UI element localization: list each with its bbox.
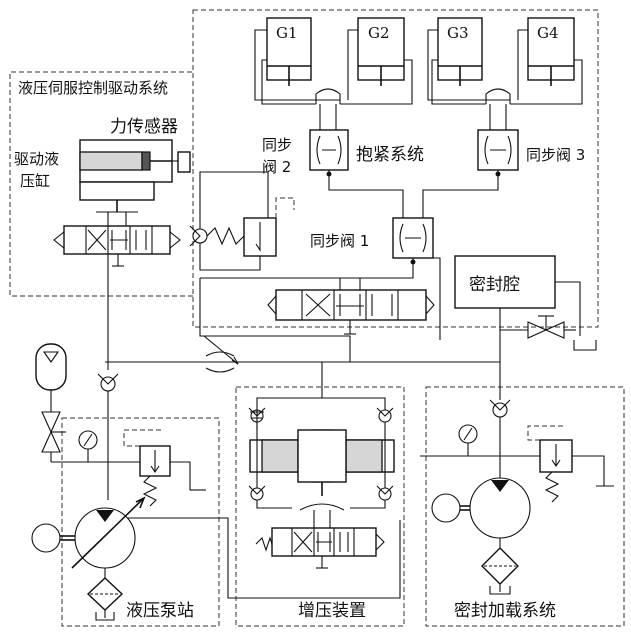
throttle-valve bbox=[203, 335, 239, 373]
pump-station-boundary bbox=[61, 417, 220, 627]
drive-cylinder-label-line1: 驱动液 bbox=[14, 150, 59, 168]
sync-valve-piping bbox=[200, 170, 499, 336]
servo-system-label: 液压伺服控制驱动系统 bbox=[18, 79, 168, 97]
seal-check-valve bbox=[489, 399, 511, 478]
clamp-directional-valve bbox=[267, 278, 435, 335]
sync-valve-3 bbox=[477, 129, 519, 177]
pump-motor bbox=[31, 496, 146, 569]
cylinder-g3: G3 bbox=[437, 17, 483, 86]
accumulator bbox=[35, 343, 67, 412]
cylinder-g4: G4 bbox=[527, 17, 575, 86]
booster-cylinder bbox=[249, 429, 395, 496]
cylinder-label-g3: G3 bbox=[447, 24, 469, 42]
pump-gauge bbox=[78, 430, 98, 462]
servo-directional-valve bbox=[53, 225, 181, 267]
booster-check-valves bbox=[248, 361, 500, 509]
clamp-supply-piping bbox=[105, 278, 441, 363]
booster-boundary bbox=[235, 386, 405, 627]
force-sensor bbox=[172, 151, 191, 173]
cylinder-label-g4: G4 bbox=[537, 24, 559, 42]
seal-gauge bbox=[420, 424, 540, 457]
force-sensor-label: 力传感器 bbox=[110, 117, 178, 137]
cylinder-g2: G2 bbox=[357, 17, 405, 86]
pump-station-label: 液压泵站 bbox=[126, 601, 194, 621]
pump-relief-valve bbox=[123, 429, 206, 507]
servo-piping bbox=[107, 212, 127, 362]
drive-cylinder bbox=[79, 139, 173, 213]
pump-check-valve bbox=[97, 373, 119, 500]
shutoff-valve bbox=[41, 411, 140, 463]
booster-label: 增压装置 bbox=[298, 601, 366, 621]
seal-filter bbox=[481, 538, 519, 595]
servo-system-boundary bbox=[9, 71, 193, 297]
clamp-system-label: 抱紧系统 bbox=[356, 145, 424, 165]
clamp-system-boundary bbox=[192, 9, 599, 328]
sync-valve-2-label-line2: 阀 2 bbox=[262, 158, 291, 176]
seal-relief-valve bbox=[527, 425, 614, 503]
sync-valve-2 bbox=[309, 129, 349, 177]
sync-valve-1-label: 同步阀 1 bbox=[310, 232, 369, 250]
seal-loading-boundary bbox=[425, 386, 625, 627]
counterbalance-valve bbox=[189, 171, 295, 271]
seal-chamber-label: 密封腔 bbox=[469, 275, 520, 295]
drive-cylinder-label-line2: 压缸 bbox=[20, 172, 50, 190]
cylinder-label-g1: G1 bbox=[276, 24, 298, 42]
seal-loading-label: 密封加载系统 bbox=[454, 601, 556, 621]
booster-directional-valve bbox=[255, 503, 385, 569]
cylinder-g1: G1 bbox=[266, 17, 312, 86]
pump-filter bbox=[86, 568, 124, 621]
booster-supply-line bbox=[107, 362, 401, 599]
clamp-piping bbox=[254, 29, 583, 130]
seal-chamber bbox=[454, 255, 597, 400]
seal-pump bbox=[431, 477, 531, 539]
sync-valve-2-label-line1: 同步 bbox=[262, 136, 292, 154]
cylinder-label-g2: G2 bbox=[368, 24, 390, 42]
sync-valve-3-label: 同步阀 3 bbox=[526, 146, 585, 164]
sync-valve-1 bbox=[392, 217, 434, 265]
